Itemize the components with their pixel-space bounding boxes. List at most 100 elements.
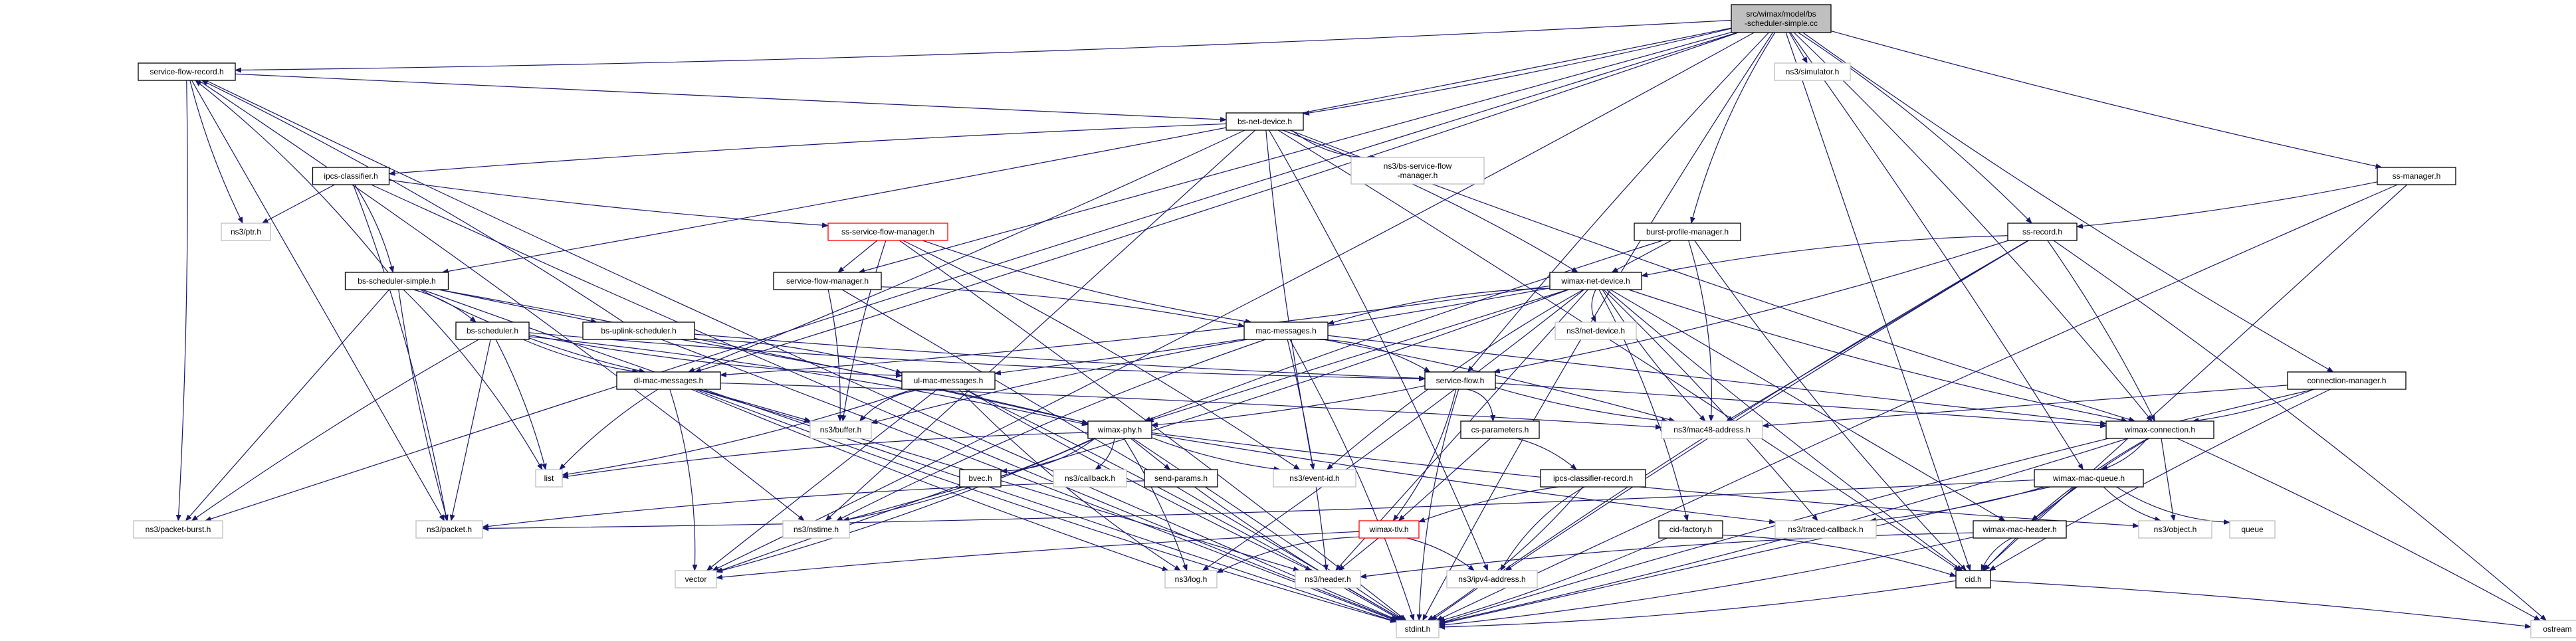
edge-ss-service-flow-manager-to-service-flow-manager xyxy=(837,240,878,273)
edge-wimax-net-device-to-wimax-connection xyxy=(1628,289,2128,423)
edge-ipcs-classifier-to-ns3-ptr xyxy=(261,184,335,224)
node-ul-mac-messages[interactable]: ul-mac-messages.h xyxy=(901,371,996,390)
node-label: wimax-connection.h xyxy=(2124,425,2195,434)
node-ns3-callback: ns3/callback.h xyxy=(1053,469,1127,488)
edge-bs-scheduler-simple-to-bs-uplink-scheduler xyxy=(438,289,597,324)
edge-wimax-phy-to-ns3-callback xyxy=(1095,438,1115,470)
node-label: src/wimax/model/bs xyxy=(1746,9,1816,19)
node-ipcs-classifier-record[interactable]: ipcs-classifier-record.h xyxy=(1540,469,1646,488)
edge-wimax-mac-queue-to-stdint xyxy=(1438,486,2051,626)
edge-wimax-mac-header-to-ns3-header xyxy=(1360,532,1974,579)
node-label: ns3/header.h xyxy=(1305,575,1350,584)
edge-wimax-mac-header-to-cid xyxy=(1981,537,2012,571)
node-bvec[interactable]: bvec.h xyxy=(959,469,1002,488)
node-box xyxy=(1350,157,1485,185)
node-connection-manager[interactable]: connection-manager.h xyxy=(2287,371,2407,390)
node-box xyxy=(901,371,996,390)
edge-wimax-net-device-to-wimax-phy xyxy=(1146,289,1568,422)
node-label: wimax-net-device.h xyxy=(1560,276,1630,286)
node-ns3-object: ns3/object.h xyxy=(2138,520,2212,539)
node-wimax-net-device[interactable]: wimax-net-device.h xyxy=(1549,272,1642,290)
node-bs-uplink-scheduler[interactable]: bs-uplink-scheduler.h xyxy=(582,321,695,340)
edge-bs-scheduler-to-list xyxy=(495,339,547,470)
edge-bs-scheduler-simple-to-list xyxy=(403,289,543,470)
edge-dl-mac-messages-to-ns3-mac48-address xyxy=(720,383,1662,430)
node-service-flow-record[interactable]: service-flow-record.h xyxy=(138,62,236,81)
node-label: -scheduler-simple.cc xyxy=(1745,19,1818,28)
node-wimax-phy[interactable]: wimax-phy.h xyxy=(1087,420,1152,439)
node-ns3-packet: ns3/packet.h xyxy=(415,520,483,539)
node-ss-record[interactable]: ss-record.h xyxy=(2007,223,2078,241)
node-label: mac-messages.h xyxy=(1255,326,1316,335)
node-mac-messages[interactable]: mac-messages.h xyxy=(1243,321,1329,340)
node-dl-mac-messages[interactable]: dl-mac-messages.h xyxy=(616,371,721,390)
edge-service-flow-manager-to-mac-messages xyxy=(881,286,1245,328)
edge-ipcs-classifier-to-bs-scheduler-simple xyxy=(354,184,395,273)
node-box xyxy=(415,520,483,539)
node-label: queue xyxy=(2241,525,2264,534)
node-bs-net-device[interactable]: bs-net-device.h xyxy=(1226,112,1304,131)
node-label: ipcs-classifier-record.h xyxy=(1553,474,1633,483)
edge-ipcs-classifier-to-ss-service-flow-manager xyxy=(389,179,829,229)
edge-wimax-net-device-to-mac-messages xyxy=(1327,288,1551,325)
edge-mac-messages-to-service-flow xyxy=(1316,339,1431,373)
edge-service-flow-to-stdint xyxy=(1416,389,1459,621)
edge-ss-service-flow-manager-to-mac-messages xyxy=(922,240,1252,324)
node-label: ns3/object.h xyxy=(2154,525,2197,534)
edge-root-to-vector xyxy=(712,32,1755,571)
edge-connection-manager-to-ns3-mac48-address xyxy=(1762,385,2288,428)
edge-dl-mac-messages-to-stdint xyxy=(694,389,1397,623)
edge-service-flow-record-to-stdint xyxy=(205,80,1400,621)
node-ns3-packet-burst: ns3/packet-burst.h xyxy=(133,520,223,539)
node-box xyxy=(1358,520,1420,539)
edge-burst-profile-manager-to-cid xyxy=(1694,240,1967,571)
node-cid[interactable]: cid.h xyxy=(1955,570,1991,589)
edge-bs-net-device-to-dl-mac-messages xyxy=(687,130,1245,373)
node-wimax-connection[interactable]: wimax-connection.h xyxy=(2105,420,2214,439)
node-send-params[interactable]: send-params.h xyxy=(1144,469,1218,488)
edge-bs-scheduler-to-ul-mac-messages xyxy=(528,334,903,379)
node-bs-scheduler[interactable]: bs-scheduler.h xyxy=(455,321,530,340)
edge-wimax-tlv-to-ns3-ipv4-address xyxy=(1406,537,1475,571)
node-box xyxy=(675,570,717,589)
node-cid-factory[interactable]: cid-factory.h xyxy=(1658,520,1723,539)
node-wimax-mac-queue[interactable]: wimax-mac-queue.h xyxy=(2034,469,2144,488)
node-root: src/wimax/model/bs-scheduler-simple.cc xyxy=(1731,4,1832,33)
edge-root-to-burst-profile-manager xyxy=(1690,32,1776,224)
node-box xyxy=(1243,321,1329,340)
edge-service-flow-record-to-ns3-ptr xyxy=(189,80,243,224)
edge-ipcs-classifier-to-stdint xyxy=(371,184,1398,621)
edge-bs-net-device-to-ns3-event-id xyxy=(1265,130,1315,470)
edge-mac-messages-to-ns3-nstime xyxy=(835,339,1266,521)
edge-mac-messages-to-stdint xyxy=(1289,339,1415,621)
node-ss-manager[interactable]: ss-manager.h xyxy=(2377,167,2456,185)
node-box xyxy=(1164,570,1218,589)
node-label: ss-service-flow-manager.h xyxy=(841,227,934,236)
node-ss-service-flow-manager[interactable]: ss-service-flow-manager.h xyxy=(827,223,948,241)
edge-bs-uplink-scheduler-to-ul-mac-messages xyxy=(692,339,903,374)
node-label: list xyxy=(544,474,554,483)
node-bs-scheduler-simple[interactable]: bs-scheduler-simple.h xyxy=(344,272,449,290)
edge-dl-mac-messages-to-ns3-buffer xyxy=(698,389,811,422)
node-wimax-mac-header[interactable]: wimax-mac-header.h xyxy=(1973,520,2067,539)
node-label: stdint.h xyxy=(1405,624,1431,634)
edge-bs-uplink-scheduler-to-stdint xyxy=(661,339,1397,622)
node-label: ns3/ipv4-address.h xyxy=(1458,575,1525,584)
node-queue: queue xyxy=(2229,520,2276,539)
node-burst-profile-manager[interactable]: burst-profile-manager.h xyxy=(1634,223,1741,241)
node-service-flow[interactable]: service-flow.h xyxy=(1424,371,1496,390)
edge-wimax-phy-to-vector xyxy=(716,438,1096,573)
node-label: ss-record.h xyxy=(2022,227,2062,236)
node-wimax-tlv[interactable]: wimax-tlv.h xyxy=(1358,520,1420,539)
node-cs-parameters[interactable]: cs-parameters.h xyxy=(1460,420,1540,439)
edge-cs-parameters-to-wimax-tlv xyxy=(1398,438,1491,521)
node-list: list xyxy=(535,469,563,488)
node-label: cid-factory.h xyxy=(1669,525,1712,534)
node-box xyxy=(1634,223,1741,241)
edge-cid-to-stdint xyxy=(1438,580,1957,630)
node-service-flow-manager[interactable]: service-flow-manager.h xyxy=(773,272,882,290)
node-ipcs-classifier[interactable]: ipcs-classifier.h xyxy=(312,167,390,185)
edge-ipcs-classifier-record-to-stdint xyxy=(1427,486,1584,621)
node-box xyxy=(344,272,449,290)
edge-ipcs-classifier-record-to-ns3-ipv4-address xyxy=(1500,486,1585,571)
